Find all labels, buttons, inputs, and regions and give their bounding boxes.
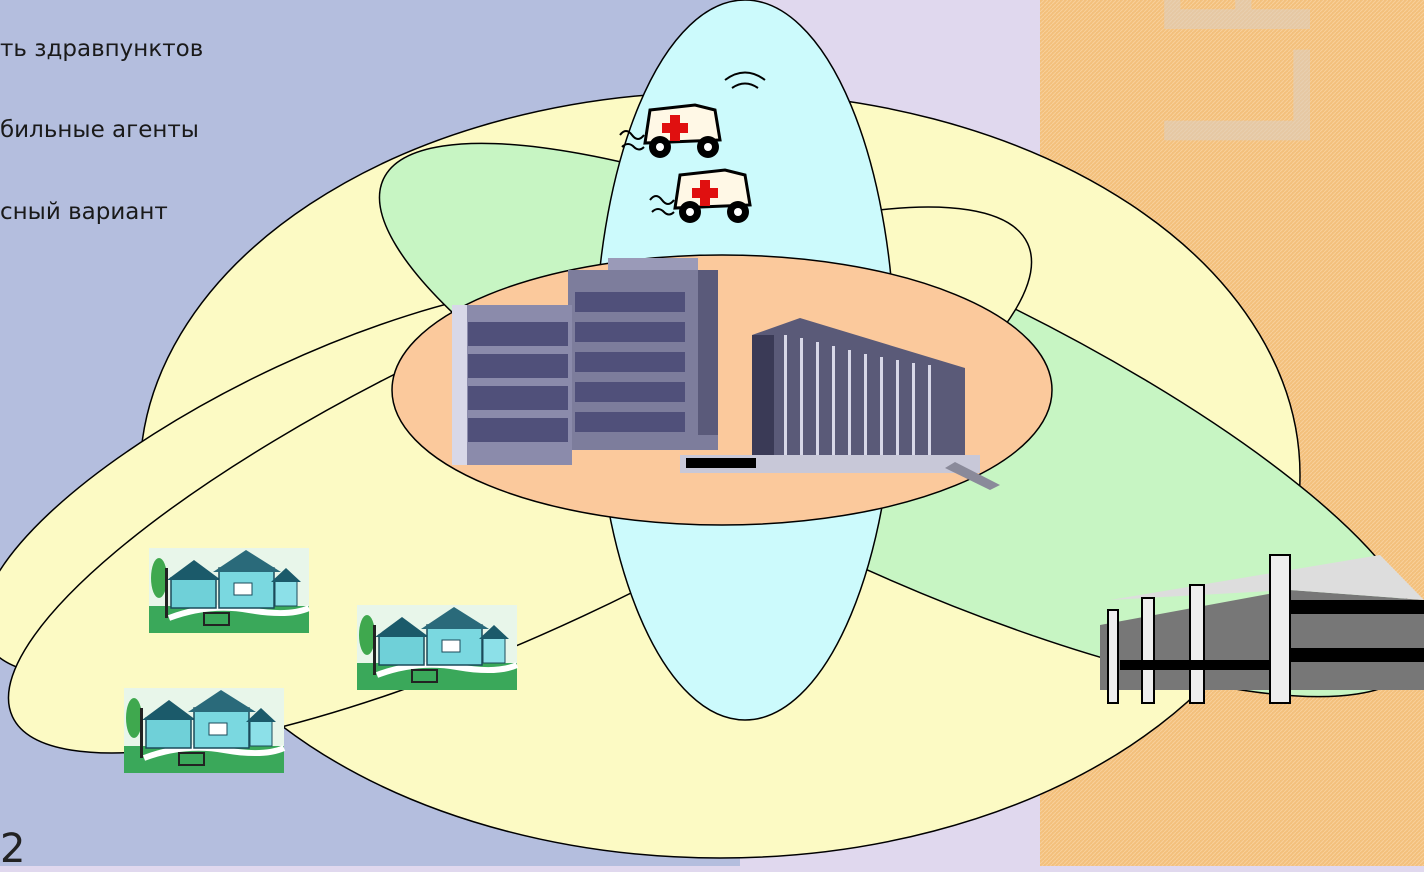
- slide-number: 2: [0, 826, 26, 872]
- bullet-text-2: бильные агенты: [0, 117, 199, 143]
- bullet-text-3: сный вариант: [0, 199, 168, 225]
- bullet-text-1: ть здравпунктов: [0, 36, 204, 62]
- signal-icon: [724, 71, 766, 89]
- village-house-icon: [149, 548, 309, 633]
- watermark-letters: LP: [1125, 0, 1358, 160]
- village-house-icon: [357, 605, 517, 690]
- village-house-icon: [124, 688, 284, 773]
- clinic-building-icon: [1100, 554, 1424, 704]
- hospital-building-icon: [452, 258, 1000, 490]
